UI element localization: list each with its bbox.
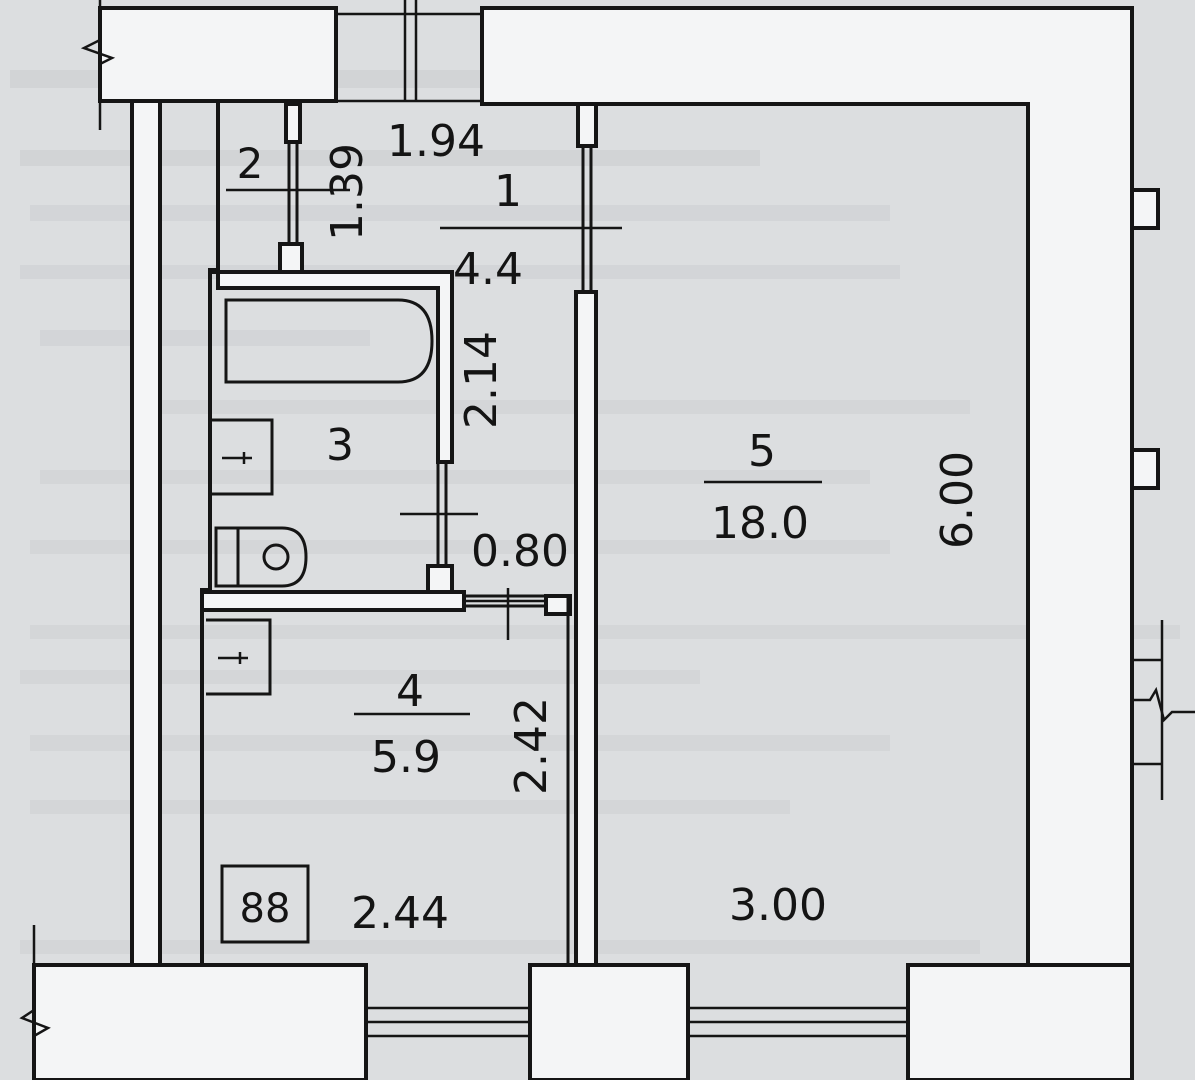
room-4-number: 4 — [396, 666, 424, 717]
dim-kitchen-length: 2.42 — [506, 697, 557, 795]
washbasin-icon — [212, 418, 274, 496]
dim-corridor-width: 1.94 — [387, 116, 485, 167]
dimension-labels: 1.94 1.39 2.14 0.80 2.42 2.44 6.00 3.00 — [322, 116, 983, 939]
room-4-area: 5.9 — [371, 732, 441, 783]
stove-symbol: 88 — [240, 886, 291, 932]
dim-kitchen-width: 2.44 — [351, 888, 449, 939]
dim-closet-depth: 1.39 — [322, 143, 373, 241]
bathtub-icon — [224, 298, 434, 384]
room-2-number: 2 — [237, 139, 264, 188]
dimension-marks — [226, 188, 822, 716]
fixtures: 88 — [206, 298, 434, 944]
dim-bath-length: 2.14 — [456, 331, 507, 429]
dim-room-width: 3.00 — [729, 880, 827, 931]
room-3-number: 3 — [326, 420, 354, 471]
room-1-area: 4.4 — [453, 244, 523, 295]
dim-room-length: 6.00 — [932, 451, 983, 549]
stove-icon — [220, 864, 310, 944]
room-5-number: 5 — [748, 426, 776, 477]
room-5-area: 18.0 — [711, 498, 809, 549]
walls — [19, 0, 1195, 1080]
room-labels: 2 1 4.4 3 4 5.9 5 18.0 — [237, 139, 809, 783]
dim-bath-door: 0.80 — [471, 526, 569, 577]
room-1-number: 1 — [494, 166, 522, 217]
kitchen-sink-icon — [206, 618, 272, 696]
